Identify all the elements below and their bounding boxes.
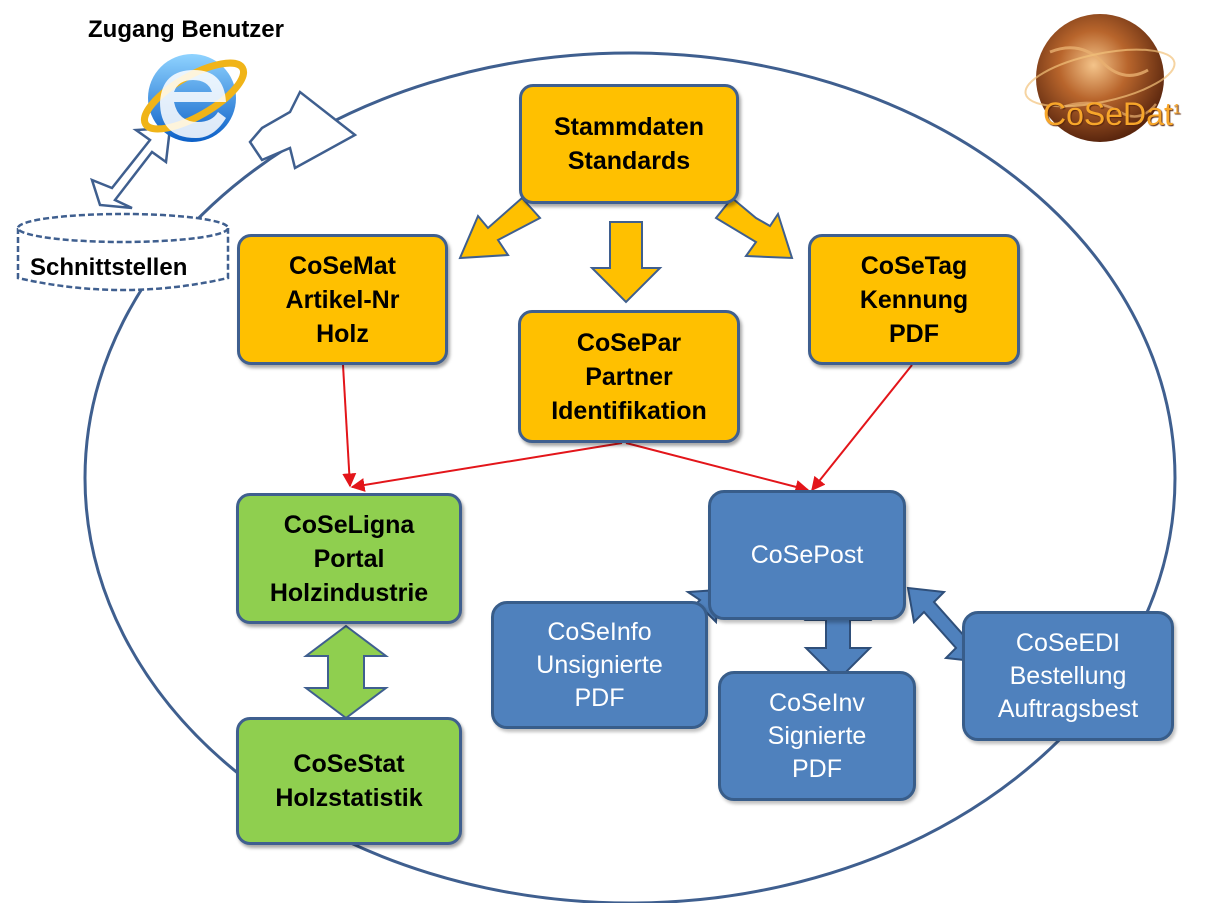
node-cosetag-line-1: CoSeTag: [860, 251, 968, 280]
node-coseligna-line-2: Portal: [313, 544, 385, 573]
access-arrow-right: [248, 90, 358, 170]
logo-superscript: 1: [1172, 100, 1181, 117]
node-coseedi: CoSeEDI Bestellung Auftragsbest: [962, 611, 1174, 741]
globe-logo-icon: [1024, 14, 1176, 142]
node-csepost-line-1: CoSePost: [750, 540, 864, 569]
connector-cosepar-coseligna: [350, 442, 623, 492]
connector-cosepar-csepost: [625, 442, 810, 494]
node-cosestat-line-1: CoSeStat: [293, 750, 405, 778]
node-coseinv-line-1: CoSeInv: [769, 688, 865, 717]
interfaces-cylinder: Schnittstellen: [12, 206, 234, 298]
cylinder-shape: [16, 212, 230, 292]
node-coseinfo-line-2: Unsignierte: [536, 650, 663, 679]
system-boundary-ellipse: [83, 51, 1177, 903]
node-cosestat-line-2: Holzstatistik: [275, 784, 423, 812]
node-coseligna-line-3: Holzindustrie: [269, 578, 429, 607]
node-cosepar-line-2: Partner: [585, 362, 673, 391]
node-cosemat-line-2: Artikel-Nr: [285, 285, 400, 314]
node-coseinfo: CoSeInfo Unsignierte PDF: [491, 601, 708, 729]
arrow-to-cosemat: [458, 196, 542, 260]
node-cosestat: CoSeStat Holzstatistik: [236, 717, 462, 845]
node-cosepar: CoSePar Partner Identifikation: [518, 310, 740, 443]
node-coseinfo-line-1: CoSeInfo: [547, 617, 652, 646]
node-coseinv: CoSeInv Signierte PDF: [718, 671, 916, 801]
arrow-to-cosetag: [714, 196, 794, 260]
node-coseedi-line-2: Bestellung: [1009, 661, 1127, 690]
node-stammdaten: Stammdaten Standards: [519, 84, 739, 204]
node-coseinfo-line-3: PDF: [574, 683, 625, 712]
node-cosetag: CoSeTag Kennung PDF: [808, 234, 1020, 365]
interfaces-label: Schnittstellen: [30, 254, 188, 281]
cosedat-logo: CoSeDat1: [1043, 96, 1181, 133]
connector-cosetag-csepost: [811, 364, 913, 492]
node-cosemat-line-1: CoSeMat: [289, 251, 396, 280]
node-coseedi-line-1: CoSeEDI: [1015, 628, 1121, 657]
connector-cosemat-coseligna: [342, 364, 357, 488]
node-cosepar-line-3: Identifikation: [551, 396, 707, 425]
node-stammdaten-line-2: Standards: [567, 147, 691, 175]
node-cosepar-line-1: CoSePar: [576, 328, 682, 357]
arrow-coseligna-cosestat: [303, 624, 389, 720]
access-label: Zugang Benutzer: [88, 16, 284, 43]
logo-text: CoSeDat: [1043, 96, 1173, 132]
node-stammdaten-line-1: Stammdaten: [553, 113, 705, 141]
node-cosetag-line-3: PDF: [889, 319, 939, 348]
node-coseedi-line-3: Auftragsbest: [997, 694, 1139, 723]
node-coseinv-line-3: PDF: [792, 754, 842, 783]
node-cosemat-line-3: Holz: [316, 319, 369, 348]
node-csepost: CoSePost: [708, 490, 906, 620]
access-arrow-left: [90, 126, 172, 210]
arrow-to-cosepar: [589, 221, 663, 304]
node-cosemat: CoSeMat Artikel-Nr Holz: [237, 234, 448, 365]
node-cosetag-line-2: Kennung: [859, 285, 969, 314]
node-coseligna: CoSeLigna Portal Holzindustrie: [236, 493, 462, 624]
node-coseligna-line-1: CoSeLigna: [283, 510, 415, 539]
internet-explorer-icon: [140, 54, 248, 142]
node-coseinv-line-2: Signierte: [767, 721, 867, 750]
